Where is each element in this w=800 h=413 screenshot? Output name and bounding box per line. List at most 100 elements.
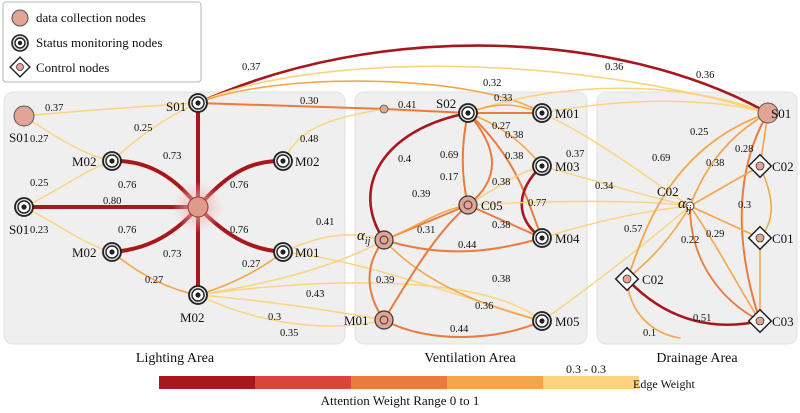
node-label: C02 xyxy=(772,159,794,174)
edge-label: 0.3 xyxy=(738,200,751,211)
node-label: M01 xyxy=(555,106,580,121)
control-hub-node[interactable] xyxy=(685,201,695,211)
status-monitoring-node[interactable] xyxy=(273,242,293,262)
edge-label: 0.38 xyxy=(492,177,510,188)
data-collection-node[interactable] xyxy=(757,102,779,124)
edge-label: 0.29 xyxy=(706,229,724,240)
control-node[interactable] xyxy=(614,266,640,292)
edge-label: 0.48 xyxy=(300,134,318,145)
edge-label: 0.36 xyxy=(696,70,714,81)
node-label: C02 xyxy=(657,184,679,199)
edge-label: 0.4 xyxy=(398,154,412,165)
edge-label: 0.73 xyxy=(163,249,181,260)
edge-label: 0.37 xyxy=(566,149,584,160)
node-label: S01 xyxy=(166,99,186,114)
node-label: C05 xyxy=(481,198,503,213)
drainage-area-panel xyxy=(596,91,798,345)
color-bar-segment xyxy=(159,376,255,389)
node-label: M02 xyxy=(72,154,97,169)
status-monitoring-node[interactable] xyxy=(273,151,293,171)
edge-label: 0.76 xyxy=(230,180,248,191)
node-label: M02 xyxy=(295,154,320,169)
status-monitoring-node[interactable] xyxy=(14,197,34,217)
node-label: M02 xyxy=(180,310,205,325)
node-label: C02 xyxy=(642,272,664,287)
status-monitoring-node[interactable] xyxy=(188,93,208,113)
edge-weight-range-label: 0.3 - 0.3 xyxy=(566,362,606,376)
edge-label: 0.27 xyxy=(492,121,510,132)
edge-label: 0.37 xyxy=(242,62,260,73)
edge-label: 0.36 xyxy=(605,62,623,73)
edge-label: 0.27 xyxy=(145,275,163,286)
edge-label: 0.33 xyxy=(494,93,512,104)
legend: data collection nodes Status monitoring … xyxy=(2,1,202,83)
status-monitoring-node[interactable] xyxy=(102,242,122,262)
edge-label: 0.76 xyxy=(118,180,136,191)
node-label: M01 xyxy=(295,245,320,260)
lighting-hub-node[interactable] xyxy=(172,181,224,233)
edge-label: 0.77 xyxy=(528,198,546,209)
data-collection-node[interactable] xyxy=(13,105,35,127)
control-node[interactable] xyxy=(747,225,773,251)
edge-label: 0.1 xyxy=(643,328,656,339)
status-monitoring-node[interactable] xyxy=(458,103,478,123)
control-node[interactable] xyxy=(747,308,773,334)
color-bar-segment xyxy=(255,376,351,389)
legend-control-label: Control nodes xyxy=(36,60,109,75)
edge-label: 0.80 xyxy=(103,196,121,207)
legend-status-monitoring-label: Status monitoring nodes xyxy=(36,35,162,50)
edge-label: 0.38 xyxy=(505,130,523,141)
edge-label: 0.76 xyxy=(118,225,136,236)
edge-label: 0.23 xyxy=(30,225,48,236)
edge-label: 0.28 xyxy=(735,144,753,155)
node-label: S01 xyxy=(771,106,791,121)
status-monitoring-node[interactable] xyxy=(532,103,552,123)
drainage-area-label: Drainage Area xyxy=(656,351,738,366)
edge-label: 0.44 xyxy=(450,324,469,335)
status-monitoring-node[interactable] xyxy=(102,151,122,171)
alpha-ij-label: αij xyxy=(357,228,371,247)
edge-label: 0.39 xyxy=(412,189,430,200)
edge-weight-label: Edge Weight xyxy=(633,377,695,391)
edge-label: 0.44 xyxy=(458,240,477,251)
ventilation-area-panel xyxy=(354,91,588,345)
node-label: M01 xyxy=(344,313,369,328)
edge-label: 0.22 xyxy=(681,235,699,246)
edge-label: 0.41 xyxy=(398,100,416,111)
node-label: M02 xyxy=(72,245,97,260)
edge-label: 0.36 xyxy=(475,301,493,312)
edge-label: 0.25 xyxy=(134,123,152,134)
edge-label: 0.3 xyxy=(268,312,281,323)
edge-label: 0.41 xyxy=(316,217,334,228)
status-monitoring-node[interactable] xyxy=(532,311,552,331)
edge-labels: 0.37 0.36 0.36 0.37 0.30 0.41 0.32 0.33 … xyxy=(30,62,753,339)
edge-label: 0.37 xyxy=(45,103,63,114)
ventilation-area-label: Ventilation Area xyxy=(424,351,516,366)
legend-data-collection-label: data collection nodes xyxy=(36,10,146,25)
node-label: S01 xyxy=(9,130,29,145)
edge-label: 0.76 xyxy=(230,225,248,236)
node-label: M04 xyxy=(555,231,580,246)
lighting-area-label: Lighting Area xyxy=(136,351,215,366)
data-collection-node[interactable] xyxy=(458,195,478,215)
status-monitoring-node[interactable] xyxy=(188,285,208,305)
edge-label: 0.57 xyxy=(624,224,642,235)
edge-label: 0.39 xyxy=(376,275,394,286)
edge-label: 0.27 xyxy=(30,134,48,145)
edge-label: 0.25 xyxy=(690,127,708,138)
edge-label: 0.38 xyxy=(492,274,510,285)
data-collection-node[interactable] xyxy=(379,104,389,114)
control-node[interactable] xyxy=(747,153,773,179)
node-label: C01 xyxy=(772,231,794,246)
edge-label: 0.38 xyxy=(505,151,523,162)
color-bar-segment xyxy=(447,376,543,389)
edge-label: 0.31 xyxy=(417,225,435,236)
status-monitoring-node[interactable] xyxy=(532,156,552,176)
status-monitoring-node[interactable] xyxy=(532,228,552,248)
legend-status-monitoring-icon xyxy=(11,34,29,52)
data-collection-node[interactable] xyxy=(374,230,394,250)
node-label: M05 xyxy=(555,314,580,329)
data-collection-node[interactable] xyxy=(374,310,394,330)
legend-data-collection-icon xyxy=(11,9,29,27)
